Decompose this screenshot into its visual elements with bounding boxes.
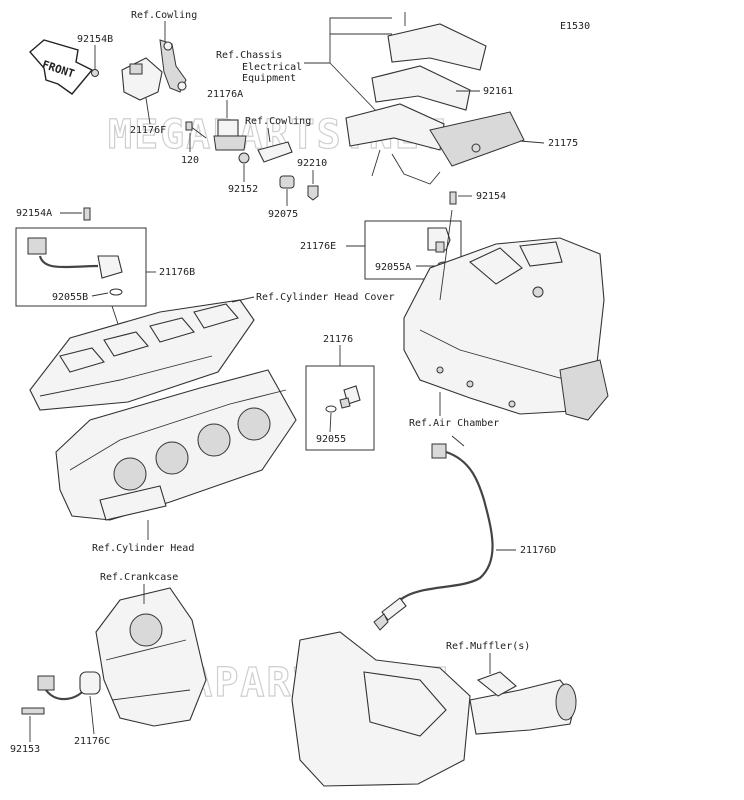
label-21176B: 21176B xyxy=(159,267,195,278)
bolt-92153 xyxy=(21,707,45,715)
label-21176E: 21176E xyxy=(300,241,336,252)
label-ref-cylinder-head-cover: Ref.Cylinder Head Cover xyxy=(256,292,394,303)
label-21176: 21176 xyxy=(323,334,353,345)
bolt-120 xyxy=(185,121,193,131)
sensor-21176D xyxy=(373,443,494,631)
label-ref-cowling-top: Ref.Cowling xyxy=(131,10,197,21)
sensor-21176 xyxy=(339,385,361,409)
label-120: 120 xyxy=(181,155,199,166)
cylinder-head-cover xyxy=(29,299,255,411)
sensor-21176A xyxy=(213,119,247,151)
box-21176B xyxy=(15,227,147,307)
label-ref-cowling-mid: Ref.Cowling xyxy=(245,116,311,127)
label-92154B: 92154B xyxy=(77,34,113,45)
diagram-code: E1530 xyxy=(560,21,590,32)
cylinder-head xyxy=(55,369,297,521)
sensor-21176C xyxy=(37,671,101,701)
grommet-92152 xyxy=(238,152,250,164)
sensor-21176F xyxy=(121,39,187,101)
oring-92055 xyxy=(325,405,337,413)
label-21175: 21175 xyxy=(548,138,578,149)
label-21176A: 21176A xyxy=(207,89,243,100)
label-21176D: 21176D xyxy=(520,545,556,556)
label-92055B: 92055B xyxy=(52,292,88,303)
label-ref-crankcase: Ref.Crankcase xyxy=(100,572,178,583)
label-ref-cylinder-head: Ref.Cylinder Head xyxy=(92,543,194,554)
box-21176 xyxy=(305,365,375,451)
label-ref-chassis-3: Equipment xyxy=(242,73,296,84)
label-92075: 92075 xyxy=(268,209,298,220)
label-21176F: 21176F xyxy=(130,125,166,136)
damper-92075 xyxy=(279,175,295,189)
ecu-bracket-assembly xyxy=(345,23,525,185)
label-92153: 92153 xyxy=(10,744,40,755)
bracket-cowling xyxy=(257,141,293,163)
label-ref-chassis-1: Ref.Chassis xyxy=(216,50,282,61)
air-chamber xyxy=(403,237,609,421)
bolt-92154B xyxy=(91,69,99,77)
label-ref-air-chamber: Ref.Air Chamber xyxy=(409,418,499,429)
label-92210: 92210 xyxy=(297,158,327,169)
crankcase xyxy=(95,587,207,727)
muffler xyxy=(291,631,577,787)
front-arrow-icon: FRONT xyxy=(29,39,94,95)
label-21176C: 21176C xyxy=(74,736,110,747)
box-21176E xyxy=(364,220,462,280)
label-92154A: 92154A xyxy=(16,208,52,219)
sensor-21176E xyxy=(427,227,451,253)
oring-92055B xyxy=(109,288,123,296)
label-92152: 92152 xyxy=(228,184,258,195)
label-ref-chassis-2: Electrical xyxy=(242,62,302,73)
label-92055: 92055 xyxy=(316,434,346,445)
label-ref-mufflers: Ref.Muffler(s) xyxy=(446,641,530,652)
bolt-92154 xyxy=(449,191,457,205)
nut-92210 xyxy=(307,185,319,201)
bolt-92154A xyxy=(83,207,91,221)
label-92161: 92161 xyxy=(483,86,513,97)
sensor-21176B xyxy=(27,237,123,279)
label-92154: 92154 xyxy=(476,191,506,202)
label-92055A: 92055A xyxy=(375,262,411,273)
